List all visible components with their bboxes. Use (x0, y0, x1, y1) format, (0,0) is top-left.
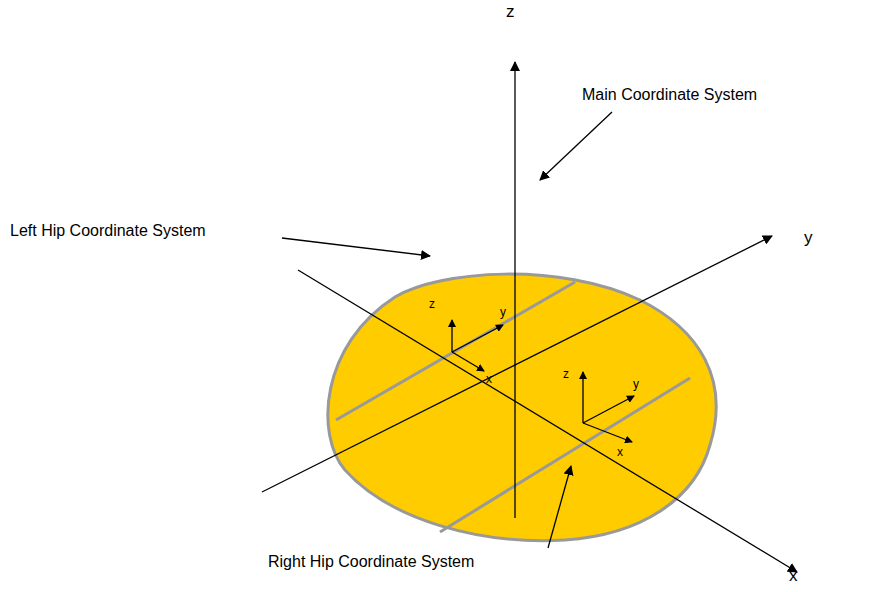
callout-label: Left Hip Coordinate System (10, 222, 206, 240)
axis-label: z (563, 368, 569, 382)
axis-label: x (617, 446, 623, 460)
leader-line (540, 112, 612, 180)
leader-line (282, 238, 430, 256)
leader-line (548, 466, 571, 548)
axis-label: y (804, 228, 813, 248)
left-hip-divider (336, 282, 575, 420)
axis-label: y (500, 306, 506, 320)
left-hip-z-axis (451, 320, 452, 352)
right-hip-y-axis (583, 396, 634, 423)
pelvis-plate (328, 274, 716, 541)
callout-label: Right Hip Coordinate System (268, 553, 474, 571)
left-hip-x-axis (452, 352, 484, 371)
right-hip-divider (440, 378, 690, 532)
left-hip-y-axis (452, 325, 503, 352)
axis-label: y (633, 378, 639, 392)
axis-label: x (486, 373, 492, 387)
callout-label: Main Coordinate System (582, 86, 757, 104)
main-y-axis (262, 236, 772, 492)
right-hip-z-axis (582, 372, 583, 423)
axis-label: z (429, 298, 435, 312)
axis-label: x (789, 566, 798, 586)
right-hip-x-axis (583, 423, 632, 442)
main-z-axis (514, 62, 515, 518)
main-x-axis (298, 270, 797, 572)
axis-label: z (506, 2, 515, 22)
